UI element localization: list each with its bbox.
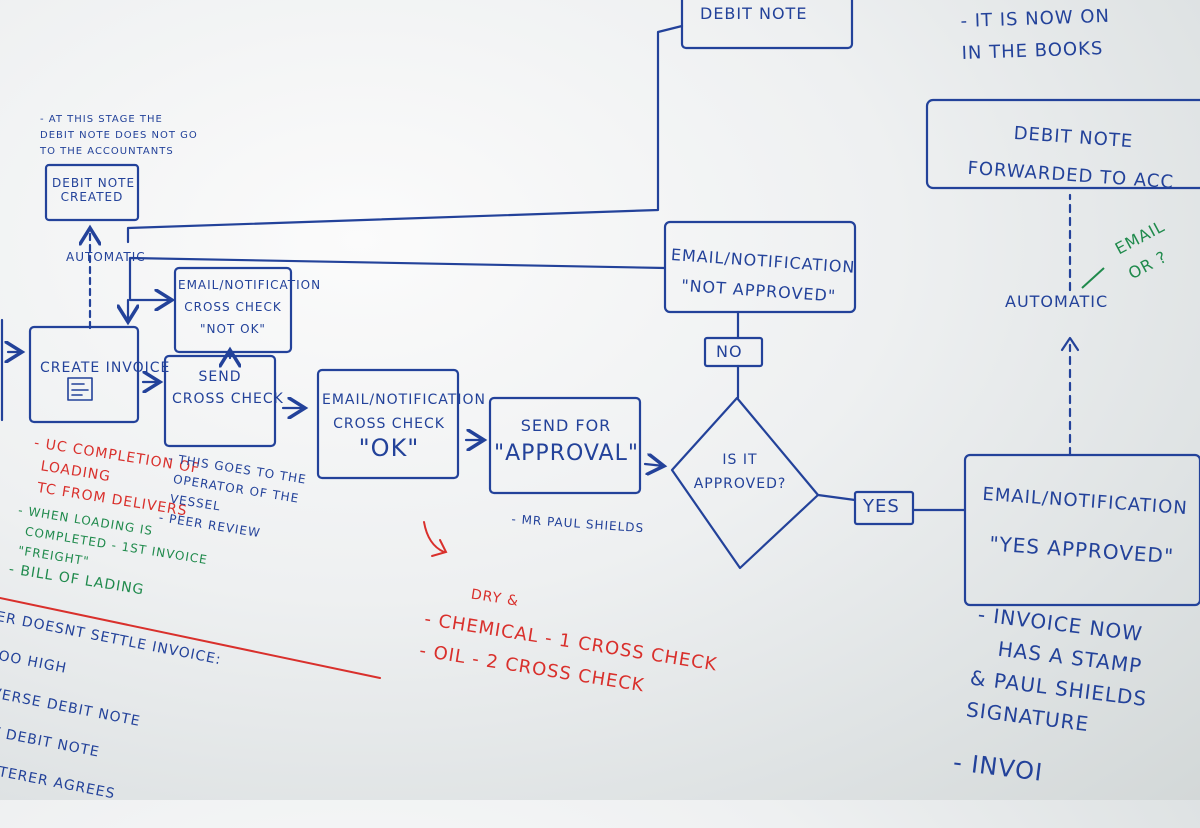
red-pointer-arrow	[423, 521, 448, 557]
invoice-document-icon	[67, 377, 93, 401]
send-for-approval-box	[488, 396, 642, 495]
yes-label: YES	[863, 496, 900, 517]
email-not-ok-label: EMAIL/NOTIFICATION CROSS CHECK "NOT OK"	[178, 278, 322, 336]
connector-top-loop	[126, 24, 684, 244]
decision-diamond	[670, 396, 820, 570]
no-label-box	[703, 336, 764, 368]
connector-not-approved-return	[128, 256, 667, 300]
send-cross-check-label: SEND CROSS CHECK	[172, 369, 284, 407]
yes-label-box	[853, 490, 915, 526]
arrow-approval-to-decision	[643, 464, 664, 466]
note-in-the-books: - IT IS NOW ON IN THE BOOKS	[960, 5, 1111, 64]
email-yes-approved-label: EMAIL/NOTIFICATION "YES APPROVED"	[981, 483, 1189, 569]
debit-note-top-box	[680, 0, 854, 50]
red-divider-line	[0, 597, 381, 679]
email-ok-label: EMAIL/NOTIFICATION CROSS CHECK "OK"	[322, 392, 486, 462]
email-ok-box	[316, 368, 460, 480]
note-not-to-accountants: - AT THIS STAGE THE DEBIT NOTE DOES NOT …	[40, 114, 198, 157]
note-invoice-stamp: - INVOICE NOW HAS A STAMP & PAUL SHIELDS…	[964, 601, 1149, 737]
debit-note-forwarded-box	[925, 98, 1200, 190]
create-invoice-box	[28, 325, 140, 424]
whiteboard-drawing	[0, 0, 1200, 679]
automatic-left-label: AUTOMATIC	[66, 250, 146, 264]
email-yes-approved-box	[963, 453, 1200, 607]
send-for-approval-label: SEND FOR "APPROVAL"	[494, 416, 639, 466]
automatic-right-label: AUTOMATIC	[1005, 292, 1109, 311]
no-label: NO	[716, 342, 743, 361]
debit-note-created-box	[44, 163, 140, 222]
debit-note-created-label: DEBIT NOTE CREATED	[52, 176, 136, 204]
create-invoice-label: CREATE INVOICE	[40, 360, 171, 376]
debit-note-top-label: DEBIT NOTE	[700, 4, 808, 23]
automatic-arrowhead	[1060, 336, 1080, 352]
email-not-approved-label: EMAIL/NOTIFICATION "NOT APPROVED"	[670, 244, 856, 306]
connector-yes	[816, 493, 967, 512]
green-slash-mark	[1081, 267, 1105, 289]
decision-label: IS IT APPROVED?	[693, 452, 787, 492]
